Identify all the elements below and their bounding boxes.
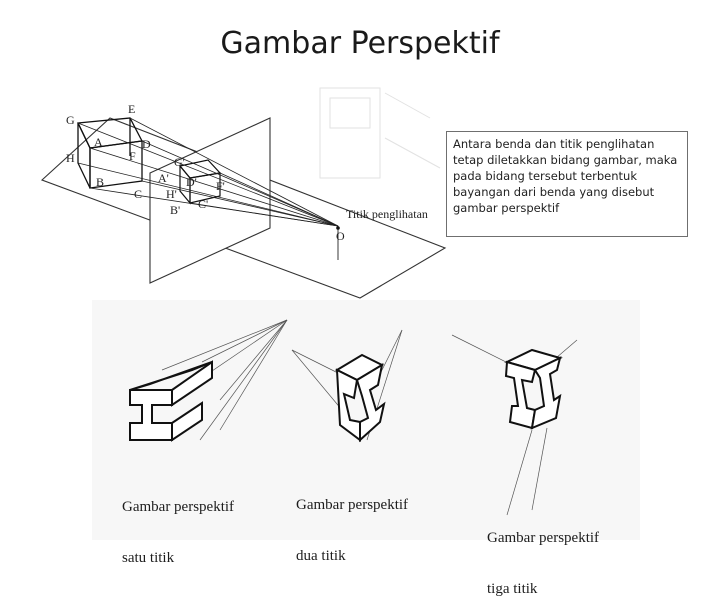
- point-label-f: F: [129, 149, 136, 163]
- caption-two-point: Gambar perspektif dua titik: [296, 463, 408, 582]
- two-point-perspective-figure: [291, 329, 403, 443]
- caption-three-point-line2: tiga titik: [487, 581, 538, 597]
- caption-two-point-line2: dua titik: [296, 548, 346, 564]
- point-label-c-prime: C': [198, 197, 208, 211]
- perspective-types-diagram: [92, 300, 640, 540]
- point-label-a: A: [94, 135, 103, 149]
- point-label-a-prime: A': [158, 171, 169, 185]
- description-textbox: Antara benda dan titik penglihatan tetap…: [446, 131, 688, 237]
- point-label-c: C: [134, 187, 142, 201]
- point-label-e: E: [128, 102, 135, 116]
- point-label-h-prime: H': [166, 187, 177, 201]
- caption-three-point: Gambar perspektif tiga titik: [487, 496, 599, 615]
- observer-label: Titik penglihatan: [346, 207, 428, 221]
- caption-one-point-line2: satu titik: [122, 550, 175, 566]
- slide-title: Gambar Perspektif: [220, 26, 500, 61]
- point-label-g: G: [66, 113, 75, 127]
- point-label-d-prime: D': [186, 175, 197, 189]
- caption-two-point-line1: Gambar perspektif: [296, 497, 409, 513]
- point-label-h: H: [66, 151, 75, 165]
- caption-one-point-line1: Gambar perspektif: [122, 499, 235, 515]
- point-label-o: O: [336, 229, 345, 243]
- three-point-perspective-figure: [451, 334, 578, 516]
- point-label-b: B: [96, 175, 104, 189]
- caption-three-point-line1: Gambar perspektif: [487, 530, 600, 546]
- perspective-projection-diagram: E G A D F H B C G' A' D' F' H' B' C' O T…: [40, 87, 447, 299]
- point-label-f-prime: F': [216, 179, 225, 193]
- caption-one-point: Gambar perspektif satu titik: [122, 465, 234, 584]
- one-point-perspective-figure: [129, 319, 288, 442]
- point-label-b-prime: B': [170, 203, 180, 217]
- point-label-g-prime: G': [174, 155, 185, 169]
- point-label-d: D: [142, 137, 151, 151]
